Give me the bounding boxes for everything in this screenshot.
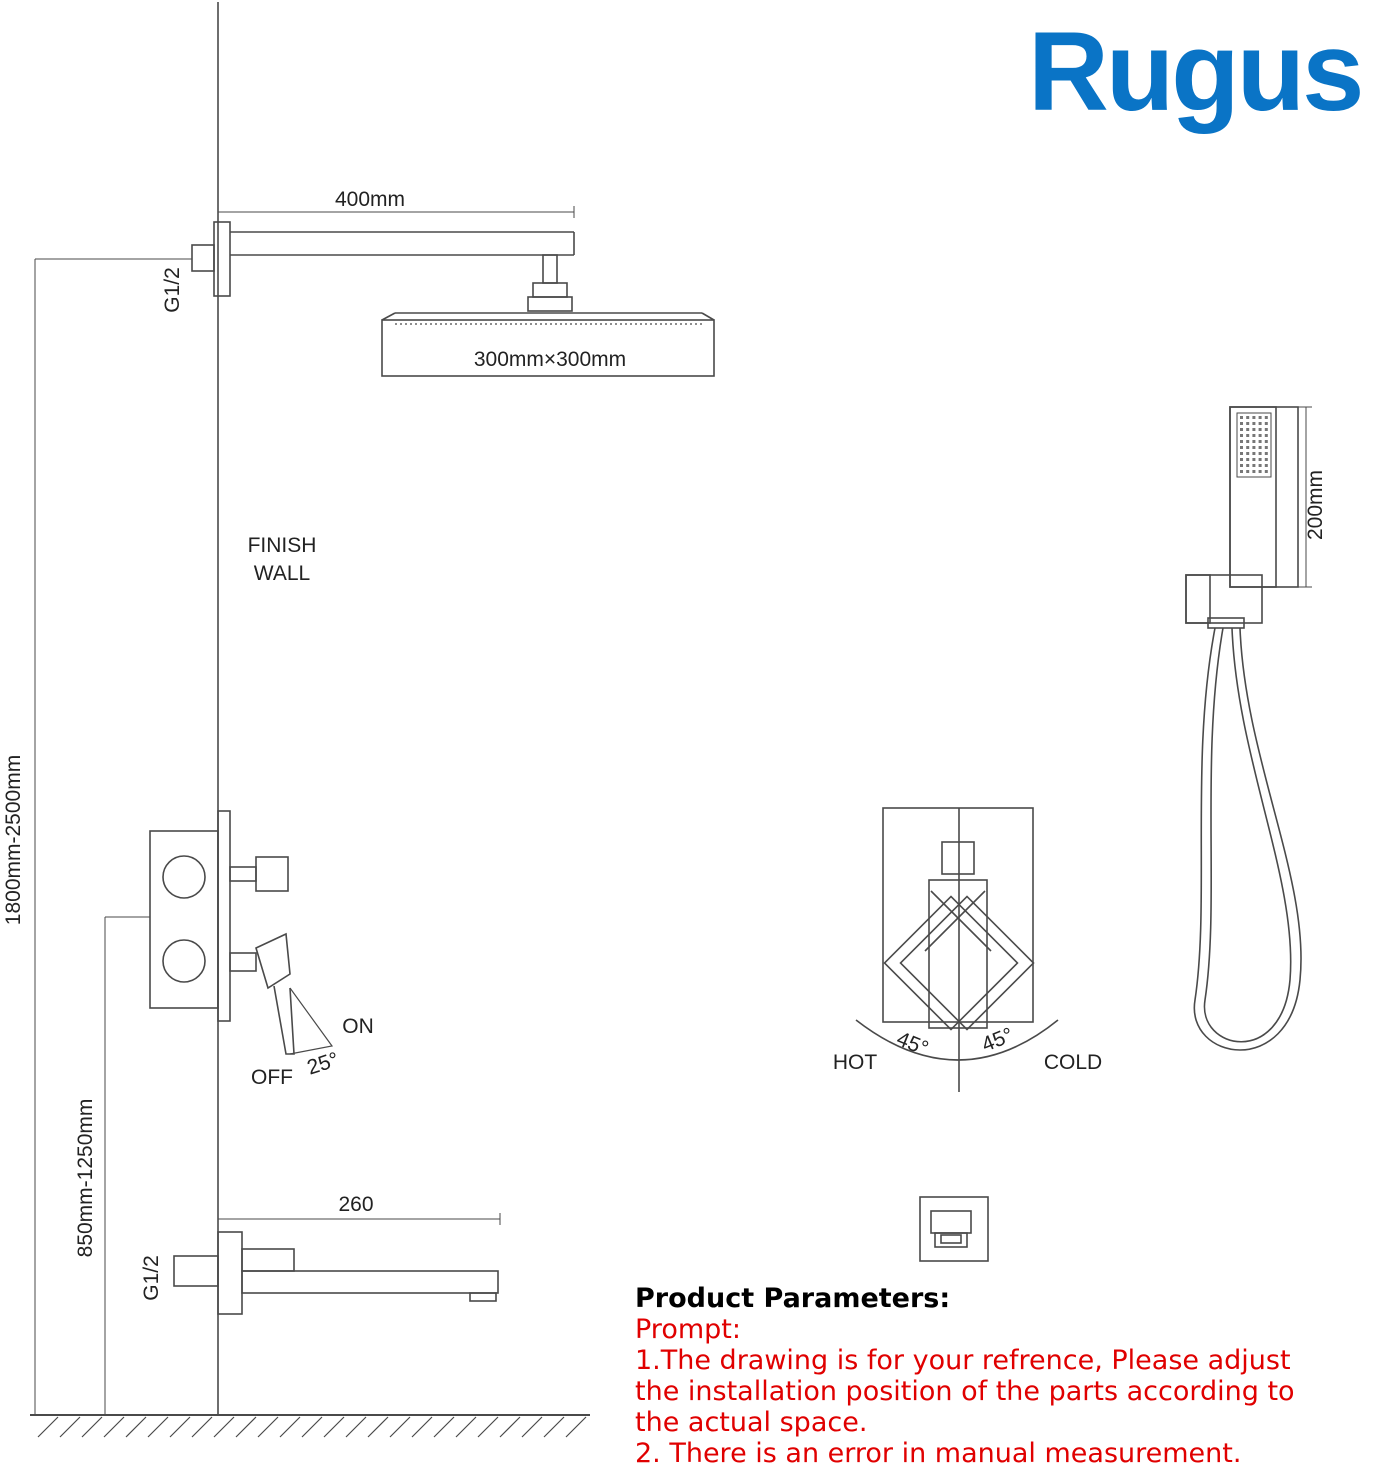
nozzle-dot <box>1246 416 1250 419</box>
shower-arm <box>191 206 575 312</box>
nozzle-dot <box>1258 458 1262 461</box>
nozzle-dot <box>1252 452 1256 455</box>
nozzle-dot <box>1258 470 1262 473</box>
nozzle-dot <box>1252 458 1256 461</box>
valve-trim-front-view <box>855 807 1059 1092</box>
parameters-line: 1.The drawing is for your refrence, Plea… <box>635 1345 1291 1376</box>
mixing-valve <box>149 810 334 1055</box>
nozzle-dot <box>1264 434 1268 437</box>
spout-length-label: 260 <box>338 1193 373 1216</box>
nozzle-dot <box>1264 428 1268 431</box>
nozzle-dot <box>1264 416 1268 419</box>
finish-wall-label-2: WALL <box>254 562 310 585</box>
nozzle-dot <box>1252 440 1256 443</box>
nozzle-dot <box>1240 428 1243 431</box>
nozzle-dot <box>1252 422 1256 425</box>
nozzle-dot <box>1240 416 1243 419</box>
valve-off-label: OFF <box>251 1066 293 1089</box>
nozzle-dot <box>1252 470 1256 473</box>
rain-shower-head <box>381 312 715 377</box>
nozzle-dot <box>1252 464 1256 467</box>
nozzle-dot <box>1246 440 1250 443</box>
nozzle-dot <box>1258 416 1262 419</box>
nozzle-dot <box>1264 446 1268 449</box>
cold-label: COLD <box>1044 1051 1102 1074</box>
nozzle-dot <box>1258 464 1262 467</box>
spout-height-dimension <box>104 916 150 1415</box>
parameters-heading: Product Parameters: <box>635 1283 951 1314</box>
nozzle-dot <box>1240 470 1243 473</box>
tub-spout <box>173 1213 501 1315</box>
nozzle-dot <box>1258 428 1262 431</box>
nozzle-dot <box>1246 464 1250 467</box>
handheld-length-label: 200mm <box>1304 470 1327 540</box>
nozzle-dot <box>1246 428 1250 431</box>
nozzle-dot <box>1240 452 1243 455</box>
handheld-nozzle-grid <box>1236 412 1272 478</box>
nozzle-dot <box>1258 452 1262 455</box>
nozzle-dot <box>1246 446 1250 449</box>
arm-length-label: 400mm <box>335 188 405 211</box>
floor <box>30 1414 590 1438</box>
nozzle-dot <box>1240 440 1243 443</box>
nozzle-dot <box>1258 446 1262 449</box>
bottom-thread-label: G1/2 <box>140 1255 163 1301</box>
nozzle-dot <box>1264 458 1268 461</box>
nozzle-dot <box>1246 458 1250 461</box>
nozzle-dot <box>1240 446 1243 449</box>
hot-label: HOT <box>833 1051 878 1074</box>
nozzle-dot <box>1264 422 1268 425</box>
handheld-shower <box>1185 406 1312 1051</box>
nozzle-dot <box>1246 470 1250 473</box>
nozzle-dot <box>1246 434 1250 437</box>
nozzle-dot <box>1264 464 1268 467</box>
nozzle-dot <box>1252 446 1256 449</box>
nozzle-dot <box>1240 434 1243 437</box>
parameters-line: the installation position of the parts a… <box>635 1376 1295 1407</box>
nozzle-dot <box>1258 440 1262 443</box>
valve-angle-label: 25° <box>304 1048 341 1080</box>
nozzle-dot <box>1252 428 1256 431</box>
spout-height-label: 850mm-1250mm <box>74 1099 97 1258</box>
parameters-line: the actual space. <box>635 1407 868 1438</box>
finish-wall-label-1: FINISH <box>248 534 317 557</box>
nozzle-dot <box>1240 422 1243 425</box>
nozzle-dot <box>1240 458 1243 461</box>
nozzle-dot <box>1252 416 1256 419</box>
nozzle-dot <box>1252 434 1256 437</box>
nozzle-dot <box>1258 422 1262 425</box>
nozzle-dot <box>1264 470 1268 473</box>
nozzle-dot <box>1258 434 1262 437</box>
total-height-label: 1800mm-2500mm <box>2 755 25 925</box>
nozzle-dot <box>1246 422 1250 425</box>
parameters-line: Prompt: <box>635 1314 741 1345</box>
valve-on-label: ON <box>342 1015 374 1038</box>
nozzle-dot <box>1246 452 1250 455</box>
nozzle-dot <box>1264 440 1268 443</box>
head-size-label: 300mm×300mm <box>474 348 626 371</box>
nozzle-dots <box>1240 416 1268 473</box>
top-thread-label: G1/2 <box>161 267 184 313</box>
product-parameters: Product Parameters: Prompt: 1.The drawin… <box>635 1283 1385 1469</box>
nozzle-dot <box>1240 464 1243 467</box>
total-height-dimension <box>34 258 192 1415</box>
diverter-cover <box>919 1196 989 1262</box>
nozzle-dot <box>1264 452 1268 455</box>
parameters-line: 2. There is an error in manual measureme… <box>635 1438 1242 1469</box>
brand-logo: Rugus <box>1028 9 1364 134</box>
